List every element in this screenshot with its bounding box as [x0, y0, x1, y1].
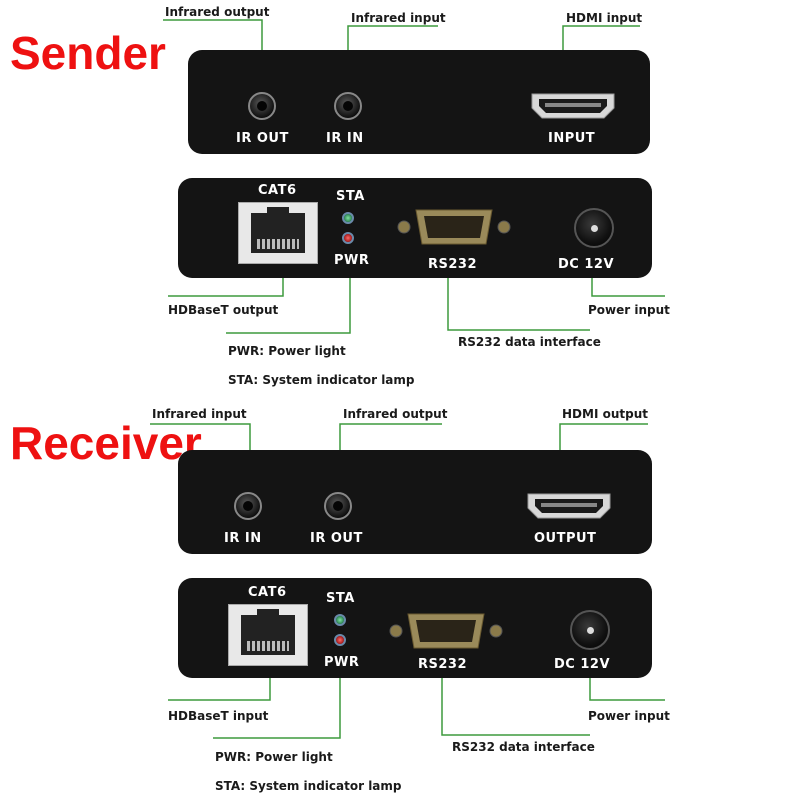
sender-hdmi-port — [531, 93, 615, 119]
sender-ir-in-jack — [334, 92, 362, 120]
leader-receiver-pwr — [213, 672, 341, 739]
receiver-sta-label: STA — [326, 591, 355, 606]
note-sender-pwr: PWR: Power light — [228, 344, 346, 358]
callout-receiver-hdbaset-input: HDBaseT input — [168, 709, 269, 723]
sender-dc-jack — [574, 208, 614, 248]
receiver-sta-led — [334, 614, 346, 626]
leader-receiver-rs232 — [441, 674, 590, 736]
receiver-pwr-label: PWR — [324, 655, 360, 670]
sender-rs232-port — [397, 209, 511, 245]
sender-ir-in-label: IR IN — [326, 131, 364, 146]
sender-back-panel: CAT6 STA PWR RS232 DC 12V — [178, 178, 652, 278]
receiver-ir-in-jack — [234, 492, 262, 520]
receiver-pwr-led — [334, 634, 346, 646]
sender-pwr-label: PWR — [334, 253, 370, 268]
sender-sta-led — [342, 212, 354, 224]
note-sender-sta: STA: System indicator lamp — [228, 373, 415, 387]
callout-receiver-hdmi-output: HDMI output — [562, 407, 648, 421]
leader-sender-pwr — [226, 270, 351, 334]
sender-front-panel: IR OUT IR IN INPUT — [188, 50, 650, 154]
sender-sta-label: STA — [336, 189, 365, 204]
receiver-ir-out-jack — [324, 492, 352, 520]
receiver-cat6-label: CAT6 — [248, 585, 287, 600]
sender-title: Sender — [10, 27, 166, 79]
callout-sender-infrared-output: Infrared output — [165, 5, 270, 19]
receiver-front-panel: IR IN IR OUT OUTPUT — [178, 450, 652, 554]
callout-receiver-infrared-output: Infrared output — [343, 407, 448, 421]
callout-sender-hdbaset-output: HDBaseT output — [168, 303, 279, 317]
callout-sender-power-input: Power input — [588, 303, 670, 317]
sender-hdmi-label: INPUT — [548, 131, 596, 146]
sender-pwr-led — [342, 232, 354, 244]
sender-dc-label: DC 12V — [558, 257, 615, 272]
note-receiver-pwr: PWR: Power light — [215, 750, 333, 764]
leader-sender-power — [591, 275, 665, 297]
sender-cat6-label: CAT6 — [258, 183, 297, 198]
receiver-hdmi-port — [527, 493, 611, 519]
receiver-hdmi-label: OUTPUT — [534, 531, 597, 546]
callout-receiver-rs232: RS232 data interface — [452, 740, 595, 754]
callout-receiver-power-input: Power input — [588, 709, 670, 723]
sender-rj45-port — [238, 202, 318, 264]
receiver-rs232-label: RS232 — [418, 657, 468, 672]
receiver-back-panel: CAT6 STA PWR RS232 DC 12V — [178, 578, 652, 678]
callout-receiver-infrared-input: Infrared input — [152, 407, 247, 421]
callout-sender-infrared-input: Infrared input — [351, 11, 446, 25]
receiver-rj45-port — [228, 604, 308, 666]
receiver-dc-label: DC 12V — [554, 657, 611, 672]
receiver-ir-in-label: IR IN — [224, 531, 262, 546]
receiver-dc-jack — [570, 610, 610, 650]
callout-sender-rs232: RS232 data interface — [458, 335, 601, 349]
receiver-ir-out-label: IR OUT — [310, 531, 363, 546]
callout-sender-hdmi-input: HDMI input — [566, 11, 643, 25]
leader-sender-rs232 — [447, 272, 590, 331]
note-receiver-sta: STA: System indicator lamp — [215, 779, 402, 793]
sender-ir-out-jack — [248, 92, 276, 120]
leader-receiver-power — [589, 675, 665, 701]
sender-rs232-label: RS232 — [428, 257, 478, 272]
receiver-rs232-port — [389, 613, 503, 649]
receiver-title: Receiver — [10, 417, 202, 469]
sender-ir-out-label: IR OUT — [236, 131, 289, 146]
